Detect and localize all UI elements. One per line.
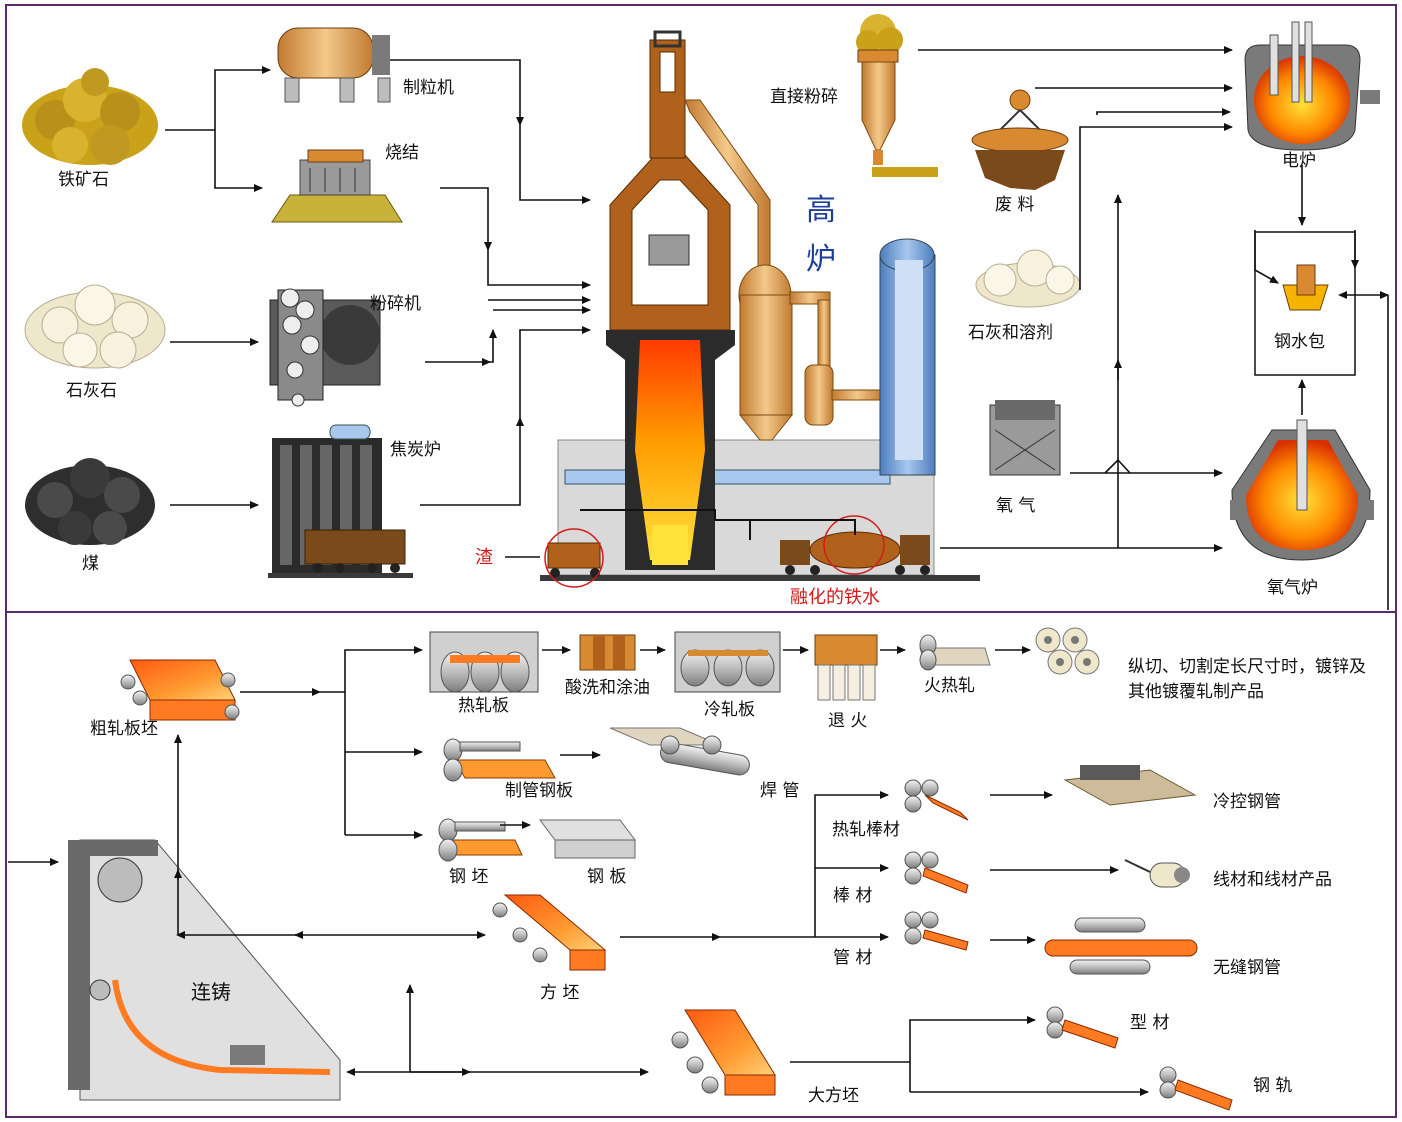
direct-crush-icon bbox=[856, 14, 938, 177]
label-steel-plate: 钢 板 bbox=[587, 867, 627, 887]
label-continuous-casting: 连铸 bbox=[191, 980, 231, 1004]
label-hot-bar: 热轧棒材 bbox=[832, 820, 900, 840]
label-seamless-pipe: 无缝钢管 bbox=[1213, 958, 1281, 978]
sinter-icon bbox=[271, 149, 403, 223]
label-rough-slab: 粗轧板坯 bbox=[90, 719, 158, 739]
label-sinter: 烧结 bbox=[385, 143, 419, 163]
top-flow-arrows bbox=[165, 46, 1389, 610]
label-annealing: 退 火 bbox=[828, 711, 868, 731]
label-molten-iron: 融化的铁水 bbox=[790, 587, 880, 608]
sections-icon bbox=[1046, 1006, 1119, 1049]
label-hot-rolled-sheet: 热轧板 bbox=[458, 696, 509, 716]
label-pelletizer: 制粒机 bbox=[403, 78, 454, 98]
label-blast-furnace-2: 炉 bbox=[806, 242, 836, 277]
bottom-frame bbox=[5, 611, 1397, 1118]
square-billet-icon bbox=[492, 894, 607, 971]
welded-pipe-icon bbox=[609, 727, 750, 776]
label-limestone: 石灰石 bbox=[66, 381, 117, 401]
label-welded-pipe: 焊 管 bbox=[760, 781, 800, 801]
pickling-icon bbox=[579, 634, 636, 671]
label-sections: 型 材 bbox=[1130, 1013, 1170, 1033]
label-coke-oven: 焦炭炉 bbox=[390, 440, 441, 460]
billet-rolling-icon bbox=[438, 818, 523, 862]
bloom-icon bbox=[671, 1009, 776, 1096]
ladle-icon bbox=[1254, 231, 1356, 376]
label-temper-rolling: 火热轧 bbox=[924, 676, 975, 696]
bar-icon bbox=[904, 851, 969, 894]
oxygen-furnace-icon bbox=[1230, 419, 1374, 561]
rail-icon bbox=[1159, 1066, 1233, 1111]
lime-flux-icon bbox=[975, 249, 1081, 308]
label-ladle: 钢水包 bbox=[1274, 332, 1325, 352]
label-square-billet: 方 坯 bbox=[540, 983, 580, 1003]
label-pipe-material: 管 材 bbox=[833, 948, 873, 968]
crusher-icon bbox=[269, 288, 381, 407]
label-oxygen: 氧 气 bbox=[996, 496, 1036, 516]
label-final-products: 纵切、切割定长尺寸时，镀锌及其他镀覆轧制产品 bbox=[1128, 657, 1366, 702]
label-crusher: 粉碎机 bbox=[370, 294, 421, 314]
coils-icon bbox=[1035, 627, 1100, 675]
label-scrap: 废 料 bbox=[995, 195, 1035, 215]
label-rail: 钢 轨 bbox=[1253, 1076, 1293, 1096]
label-lime-flux: 石灰和溶剂 bbox=[968, 323, 1053, 343]
wire-coil-icon bbox=[1124, 859, 1190, 888]
label-bar: 棒 材 bbox=[833, 886, 873, 906]
limestone-icon bbox=[24, 284, 166, 369]
label-direct-crush: 直接粉碎 bbox=[770, 87, 838, 107]
label-slag: 渣 bbox=[475, 547, 493, 568]
coke-oven-icon bbox=[268, 424, 413, 578]
oxygen-tank-icon bbox=[989, 400, 1061, 476]
iron-ore-icon bbox=[22, 68, 158, 165]
label-blast-furnace-1: 高 bbox=[806, 193, 836, 228]
steel-plate-stack-icon bbox=[539, 819, 636, 859]
label-pipe-plate: 制管钢板 bbox=[505, 781, 573, 801]
annealing-icon bbox=[814, 634, 878, 701]
label-bloom: 大方坯 bbox=[808, 1086, 859, 1106]
cold-rolling-mill-icon bbox=[674, 631, 781, 693]
label-cold-controlled-pipe: 冷控钢管 bbox=[1213, 792, 1281, 812]
label-steel-billet: 钢 坯 bbox=[449, 867, 489, 887]
continuous-caster-icon bbox=[68, 839, 341, 1101]
rough-slab-icon bbox=[120, 659, 240, 721]
label-oxygen-furnace: 氧气炉 bbox=[1267, 578, 1318, 598]
pipe-material-icon bbox=[904, 911, 969, 951]
seamless-pipe-icon bbox=[1044, 917, 1198, 975]
temper-rolling-icon bbox=[919, 634, 991, 671]
electric-furnace-icon bbox=[1244, 21, 1380, 151]
blast-furnace-icon bbox=[540, 30, 980, 588]
label-iron-ore: 铁矿石 bbox=[58, 170, 109, 190]
hot-rolling-mill-icon bbox=[429, 631, 539, 693]
label-pickling: 酸洗和涂油 bbox=[565, 678, 650, 698]
hot-bar-icon bbox=[904, 779, 969, 821]
label-electric-furnace: 电炉 bbox=[1282, 151, 1316, 171]
pelletizer-icon bbox=[277, 27, 391, 103]
cold-pipe-machine-icon bbox=[1063, 765, 1197, 806]
bottom-flow-arrows bbox=[8, 646, 1149, 1096]
label-wire: 线材和线材产品 bbox=[1213, 870, 1332, 890]
label-cold-rolled-sheet: 冷轧板 bbox=[704, 700, 755, 720]
scrap-magnet-icon bbox=[971, 89, 1069, 190]
label-coal: 煤 bbox=[82, 554, 99, 574]
coal-icon bbox=[25, 458, 155, 545]
pipe-plate-icon bbox=[443, 738, 556, 782]
